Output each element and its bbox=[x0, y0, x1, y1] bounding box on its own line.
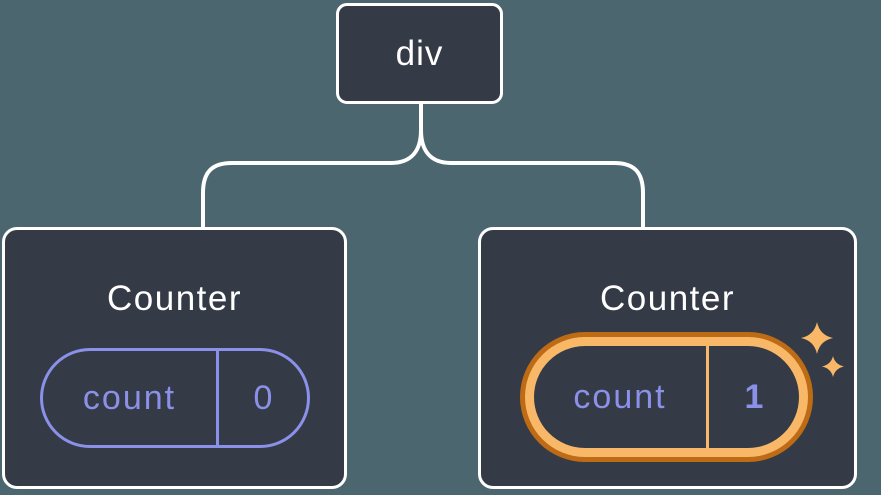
counter-title: Counter bbox=[106, 279, 243, 318]
state-pill: count 1 bbox=[534, 346, 799, 448]
counter-node-left: Counter count 0 bbox=[2, 227, 347, 489]
state-key: count bbox=[43, 351, 219, 445]
counter-node-right: Counter count 1 bbox=[478, 227, 857, 489]
state-pill: count 0 bbox=[40, 348, 310, 448]
root-node-div: div bbox=[336, 3, 503, 104]
state-value: 1 bbox=[744, 377, 764, 416]
root-node-label: div bbox=[395, 33, 444, 73]
connector-left-branch bbox=[201, 128, 423, 230]
counter-title: Counter bbox=[599, 279, 736, 318]
state-key: count bbox=[534, 346, 709, 448]
sparkle-small bbox=[822, 356, 844, 377]
connector-right-branch bbox=[419, 128, 645, 230]
state-pill-highlighted: count 1 bbox=[520, 332, 813, 462]
sparkle-large bbox=[801, 322, 833, 354]
state-value: 0 bbox=[253, 378, 273, 417]
state-pill-highlight-ring: count 1 bbox=[525, 337, 808, 457]
